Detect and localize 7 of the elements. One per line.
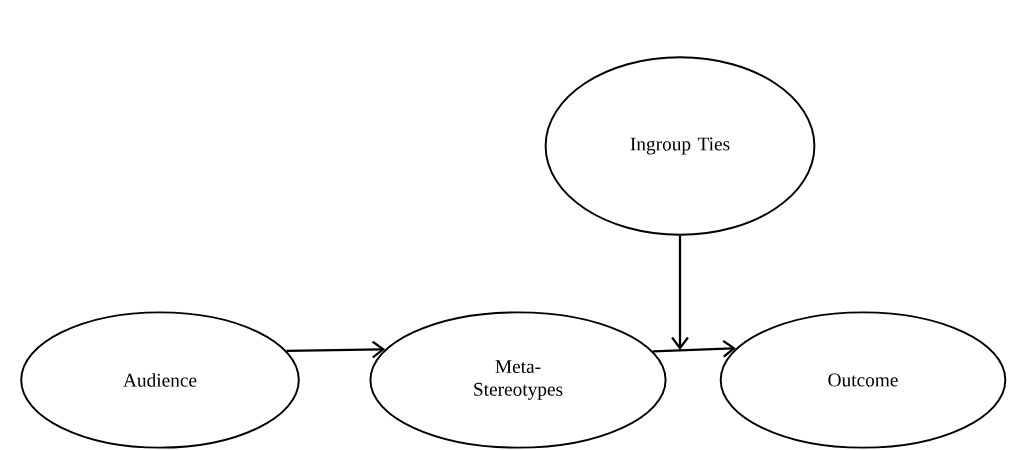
arrow [671, 235, 689, 350]
ellipse-node: Ingroup Ties [544, 56, 816, 236]
ellipse-node: Meta-Stereotypes [369, 311, 667, 449]
arrow [286, 340, 386, 359]
ellipse-node: Outcome [719, 311, 1007, 449]
ellipse-node: Audience [20, 311, 300, 449]
arrow [652, 339, 736, 358]
